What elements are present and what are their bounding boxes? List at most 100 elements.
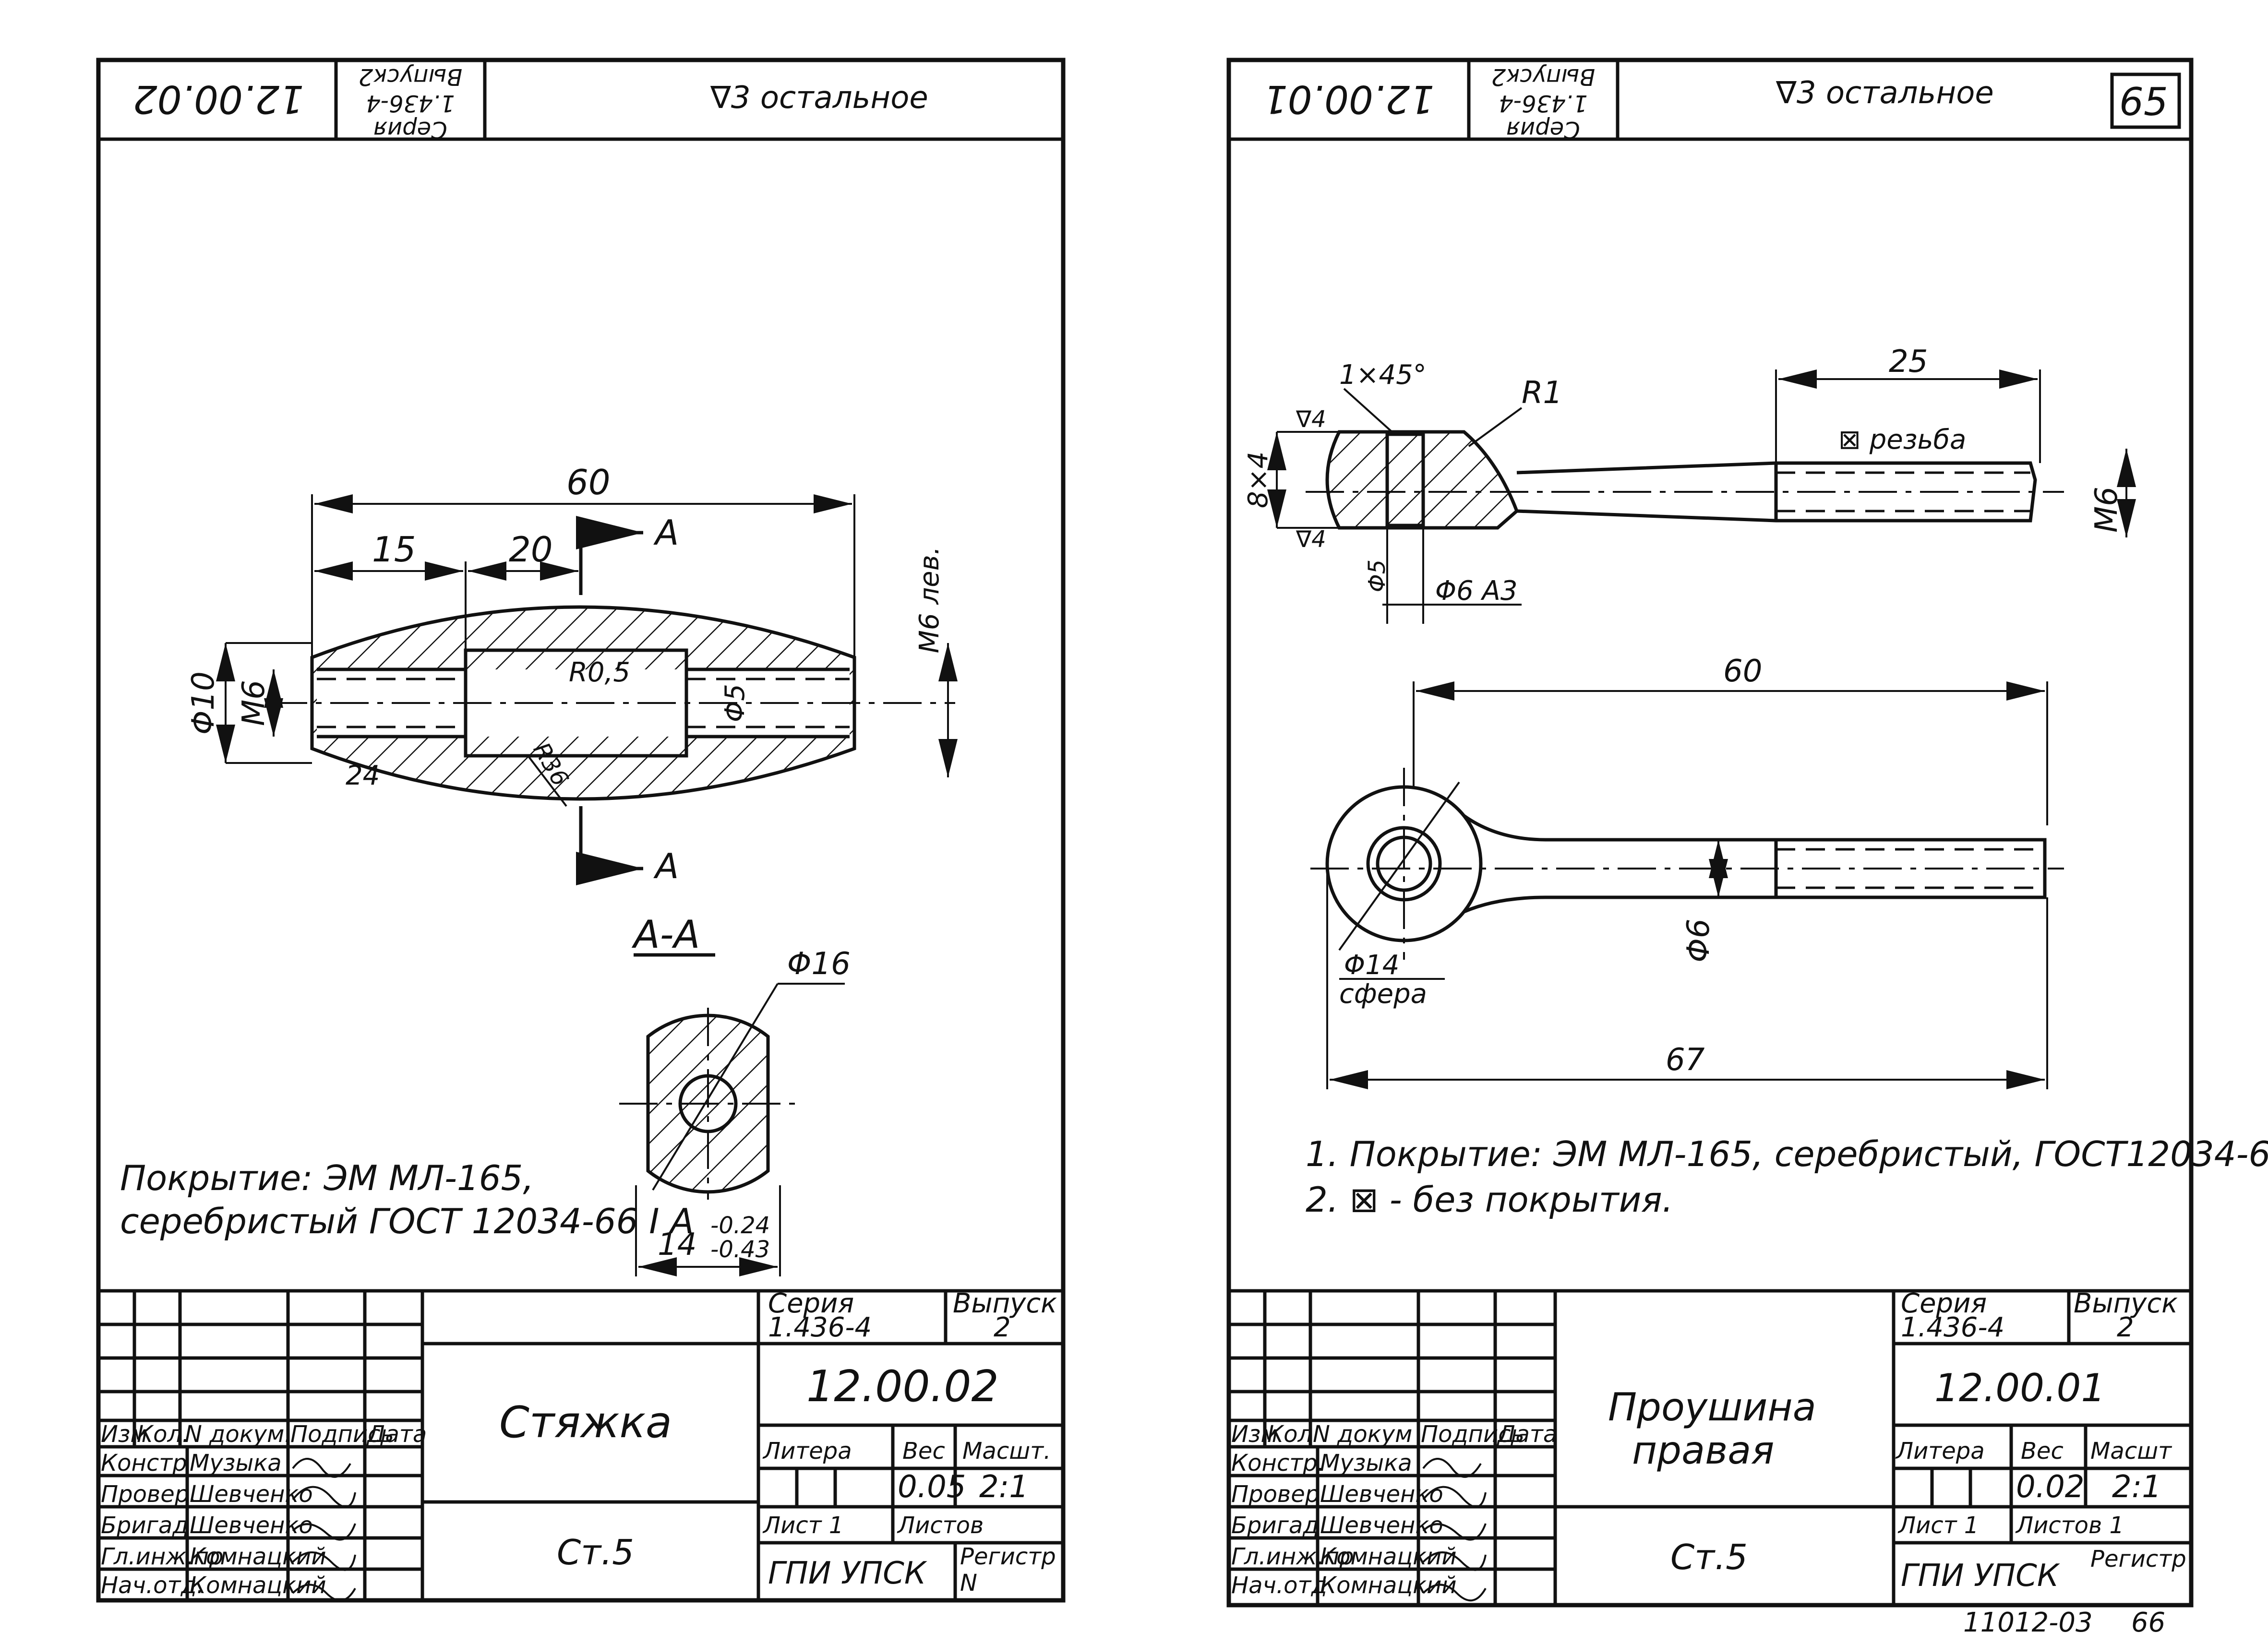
right-material: Ст.5 xyxy=(1670,1537,1748,1577)
rrow-1-role: Констр. xyxy=(1231,1450,1325,1477)
right-org: ГПИ УПСК xyxy=(1901,1558,2060,1594)
right-grid xyxy=(1229,1291,1555,1605)
rrow-1-name: Музыка xyxy=(1320,1450,1412,1477)
right-litera: Литера xyxy=(1895,1438,1985,1465)
right-note-2: 2. ⊠ - без покрытия. xyxy=(1306,1179,1673,1220)
lrow-0-role: Изм xyxy=(101,1421,148,1448)
rrow-0-doc: N докум xyxy=(1313,1421,1412,1448)
rrow-0-sign: Подпись xyxy=(1421,1421,1524,1448)
right-sheets: Листов 1 xyxy=(2015,1512,2124,1539)
left-scale-label: Масшт. xyxy=(962,1438,1051,1465)
rrow-2-name: Шевченко xyxy=(1320,1481,1443,1508)
dim-chamfer: 1×45° xyxy=(1339,359,1427,391)
left-main-view: A A 60 15 20 Φ10 M6 M6 лев. R0,5 R xyxy=(186,462,958,886)
rrow-0-role: Изм xyxy=(1231,1421,1278,1448)
left-part-name: Стяжка xyxy=(499,1397,672,1448)
dim-60-right: 60 xyxy=(1723,654,1762,689)
left-grid xyxy=(98,1291,422,1600)
lrow-3-role: Бригад xyxy=(101,1512,188,1539)
left-section-aa: А-А Φ16 14 -0.24 -0.43 xyxy=(619,912,851,1276)
rrow-5-role: Нач.отд xyxy=(1231,1572,1327,1599)
right-scale: 2:1 xyxy=(2112,1469,2161,1505)
section-mark-bottom: A xyxy=(653,846,679,886)
section-title: А-А xyxy=(631,912,700,957)
lrow-2-name: Шевченко xyxy=(190,1481,313,1508)
thread-note: ⊠ резьба xyxy=(1838,424,1966,455)
dim-hole-5: Φ5 xyxy=(1364,560,1391,592)
lrow-2-role: Провер. xyxy=(101,1481,196,1508)
dim-fit: Φ6 А3 xyxy=(1435,575,1517,607)
right-scale-label: Масшт xyxy=(2090,1438,2172,1465)
dim-m6-right: M6 лев. xyxy=(914,547,945,654)
lrow-0-sign: Подпись xyxy=(290,1421,394,1448)
lrow-3-name: Шевченко xyxy=(190,1512,313,1539)
right-page-number: 65 xyxy=(2119,80,2168,124)
footer-code: 11012-03 xyxy=(1963,1607,2093,1638)
left-corner-code: 12.00.02 xyxy=(133,77,304,121)
svg-text:Серия: Серия xyxy=(1506,116,1580,143)
section-mark-top: A xyxy=(653,512,679,553)
rrow-2-role: Провер xyxy=(1231,1481,1320,1508)
left-coating-note-1: Покрытие: ЭМ МЛ-165, xyxy=(120,1158,534,1198)
lrow-4-role: Гл.инж.пр xyxy=(101,1543,224,1570)
lrow-0-date: Дата xyxy=(366,1421,427,1448)
rrow-4-role: Гл.инж.пр xyxy=(1231,1543,1354,1570)
svg-text:Выпуск2: Выпуск2 xyxy=(359,63,463,90)
svg-text:12.00.01: 12.00.01 xyxy=(1263,77,1434,121)
rrow-3-role: Бригад xyxy=(1231,1512,1319,1539)
dim-r05: R0,5 xyxy=(569,657,630,688)
right-issue-value: 2 xyxy=(2117,1312,2134,1343)
right-corner-code: 12.00.01 xyxy=(1263,77,1434,121)
right-note-1: 1. Покрытие: ЭМ МЛ-165, серебристый, ГОС… xyxy=(1306,1134,2268,1174)
svg-text:1.436-4: 1.436-4 xyxy=(1499,90,1587,117)
right-mass: 0.02 xyxy=(2016,1469,2085,1505)
right-reg-label: Регистр xyxy=(2090,1546,2186,1573)
left-sheet: 12.00.02 Серия 1.436-4 Выпуск2 ∇3 осталь… xyxy=(96,58,1066,1603)
section-width: 14 xyxy=(658,1227,696,1263)
surf-mark-bottom: ∇4 xyxy=(1296,526,1326,553)
section-tol-upper: -0.24 xyxy=(710,1212,770,1239)
lrow-0-doc: N докум. xyxy=(185,1421,292,1448)
right-part-name-2: правая xyxy=(1632,1428,1774,1473)
dim-24: 24 xyxy=(346,760,380,791)
footer-page: 66 xyxy=(2131,1607,2165,1638)
lrow-1-name: Музыка xyxy=(190,1450,282,1477)
lrow-0-name: Кол. xyxy=(137,1421,189,1448)
left-corner-series: Серия 1.436-4 Выпуск2 xyxy=(359,63,463,143)
dim-67: 67 xyxy=(1666,1042,1705,1078)
rrow-0-date: Дата xyxy=(1497,1421,1557,1448)
dim-m6-left: M6 xyxy=(236,680,272,726)
dim-shank-dia: Φ6 xyxy=(1681,918,1716,962)
right-sheet: 65 12.00.01 Серия 1.436-4 Выпуск2 ∇3 ост… xyxy=(1226,58,2268,1638)
svg-text:1.436-4: 1.436-4 xyxy=(366,90,455,117)
left-sheets: Листов xyxy=(897,1512,984,1539)
left-reg-value: N xyxy=(960,1570,977,1596)
left-issue-value: 2 xyxy=(994,1312,1011,1343)
right-frame xyxy=(1226,58,2194,1608)
right-title-block: Изм Кол N докум Подпись Дата Констр. Муз… xyxy=(1229,1288,2191,1605)
right-surface-note: ∇3 остальное xyxy=(1776,75,1994,111)
dim-sphere-dia: Φ14 xyxy=(1344,950,1399,981)
right-issue-label: Выпуск xyxy=(2074,1288,2178,1319)
rrow-0-name: Кол xyxy=(1267,1421,1312,1448)
dim-r1: R1 xyxy=(1522,375,1562,411)
left-mass: 0.05 xyxy=(898,1469,966,1505)
left-sheet-no: Лист 1 xyxy=(762,1512,843,1539)
left-mass-label: Вес xyxy=(902,1438,945,1465)
left-org: ГПИ УПСК xyxy=(768,1556,927,1591)
left-title-block: Изм Кол. N докум. Подпись Дата Констр Му… xyxy=(98,1288,1063,1602)
dim-15: 15 xyxy=(372,529,416,570)
right-sheet-no: Лист 1 xyxy=(1897,1512,1979,1539)
dim-20: 20 xyxy=(509,529,553,570)
right-top-view: 1×45° R1 25 ⊠ резьба 8×4 ∇4 ∇4 M6 Φ5 Φ6 … xyxy=(1243,344,2136,624)
right-corner-series: Серия 1.436-4 Выпуск2 xyxy=(1491,63,1596,143)
left-reg-label: Регистр xyxy=(960,1543,1056,1570)
left-series-value: 1.436-4 xyxy=(768,1312,872,1343)
left-frame xyxy=(96,58,1066,1603)
right-front-view: 60 Φ6 Φ14 сфера 67 xyxy=(1310,654,2064,1089)
left-surface-note: ∇3 остальное xyxy=(710,80,928,116)
dim-25: 25 xyxy=(1889,344,1928,380)
svg-text:Выпуск2: Выпуск2 xyxy=(1491,63,1596,90)
right-part-name-1: Проушина xyxy=(1608,1385,1816,1430)
left-doc-code: 12.00.02 xyxy=(806,1361,999,1412)
